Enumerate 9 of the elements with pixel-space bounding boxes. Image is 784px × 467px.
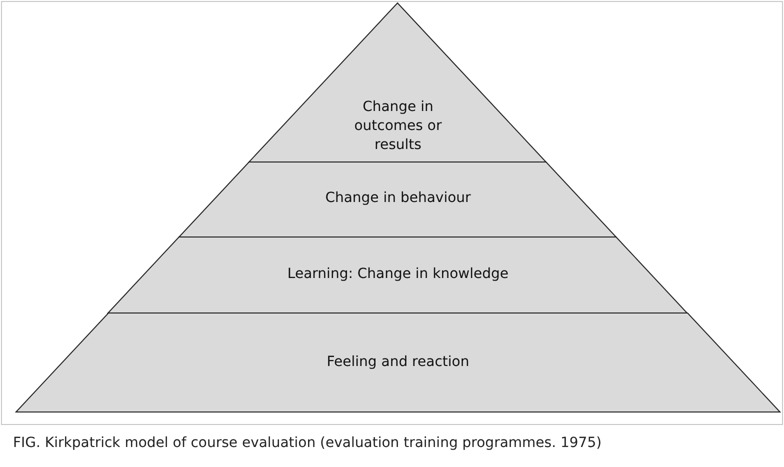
pyramid-top-triangle <box>249 3 546 162</box>
pyramid-level <box>108 237 688 313</box>
level-label: Change in behaviour <box>324 189 472 208</box>
level-label: Feeling and reaction <box>326 353 470 372</box>
figure-caption: FIG. Kirkpatrick model of course evaluation (evaluation training programmes. 1975) <box>13 434 603 453</box>
level-label: Learning: Change in knowledge <box>286 265 510 284</box>
pyramid-level <box>179 162 617 237</box>
level-label: Change in outcomes or results <box>353 98 443 155</box>
pyramid-level <box>16 313 780 412</box>
